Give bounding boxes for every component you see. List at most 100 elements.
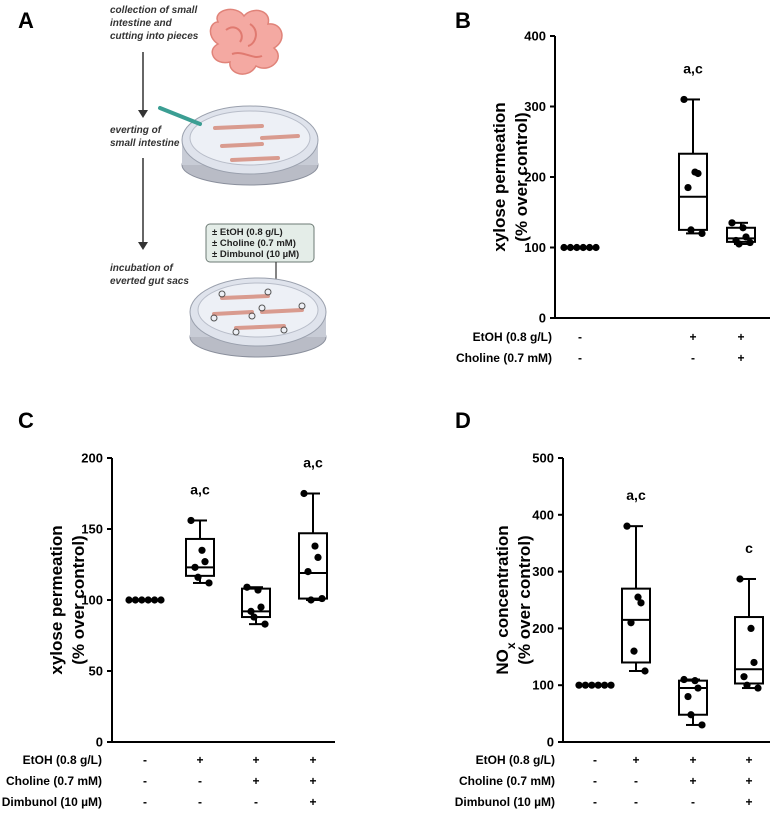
panel-d-data-point: [740, 673, 748, 681]
step1-line2: intestine and: [110, 18, 173, 29]
panel-b-box: [678, 152, 708, 231]
petri-dish-1: [158, 105, 319, 186]
panel-c-y-tick-label: 100: [81, 593, 103, 608]
panel-b-data-point: [592, 243, 600, 252]
panel-d-data-point: [743, 681, 751, 689]
panel-d-data-point: [680, 675, 688, 684]
panel-d-condition-symbol: -: [593, 795, 597, 809]
panel-c-data-point: [311, 542, 319, 550]
panel-b-data-point: [687, 226, 695, 234]
panel-c-significance-label: a,c: [303, 455, 323, 471]
panel-c-condition-symbol: -: [143, 774, 147, 788]
panel-d-condition-symbol: +: [745, 774, 752, 788]
panel-b-condition-symbol: -: [691, 351, 695, 365]
panel-b-condition-symbol: +: [737, 351, 744, 365]
panel-d-y-axis-label: NOx concentration: [493, 525, 518, 674]
panel-b-condition-symbol: -: [578, 351, 582, 365]
panel-b-condition-label: Choline (0.7 mM): [456, 351, 552, 365]
panel-d-y-tick-label: 500: [532, 451, 554, 466]
panel-c-data-point: [144, 596, 152, 604]
panel-c-data-point: [138, 596, 146, 604]
panel-c-condition-symbol: -: [143, 795, 147, 809]
panel-c-data-point: [307, 596, 315, 604]
step2-line2: small intestine: [110, 138, 180, 149]
panel-c-condition-symbol: +: [309, 753, 316, 767]
panel-d-data-point: [588, 681, 596, 689]
panel-c-condition-symbol: -: [143, 753, 147, 767]
panel-a-letter: A: [18, 8, 34, 33]
panel-d-data-point: [694, 684, 702, 692]
panel-c-data-point: [201, 558, 209, 566]
panel-c-condition-symbol: +: [196, 753, 203, 767]
panel-d-condition-symbol: +: [745, 753, 752, 767]
panel-d-condition-symbol: +: [632, 753, 639, 767]
panel-d-data-point: [630, 647, 638, 655]
panel-b-data-point: [698, 229, 706, 237]
panel-b-data-point: [560, 243, 568, 252]
panel-c-data-point: [304, 568, 312, 576]
panel-c-condition-symbol: +: [252, 753, 259, 767]
panel-d-condition-symbol: -: [593, 774, 597, 788]
panel-b-data-point: [742, 233, 750, 241]
panel-c-y-axis-label: xylose permeation: [47, 525, 66, 674]
step3-line2: everted gut sacs: [110, 276, 189, 287]
panel-d-data-point: [750, 658, 758, 667]
panel-d-data-point: [736, 575, 744, 583]
panel-b-significance-label: a,c: [683, 60, 703, 76]
panel-c-condition-label: Choline (0.7 mM): [6, 774, 102, 788]
panel-c-y-tick-label: 200: [81, 451, 103, 466]
panel-c-data-point: [250, 613, 258, 621]
panel-b-data-point: [684, 183, 692, 192]
panel-d-condition-label: Choline (0.7 mM): [459, 774, 555, 788]
treatment-etoh: ± EtOH (0.8 g/L): [212, 227, 283, 238]
panel-d-condition-label: EtOH (0.8 g/L): [476, 753, 555, 767]
panel-d-y-tick-label: 200: [532, 621, 554, 636]
panel-c-data-point: [198, 546, 206, 554]
panel-d-data-point: [687, 711, 695, 719]
panel-b-data-point: [746, 238, 754, 247]
panel-c-y-tick-label: 50: [89, 664, 103, 679]
panel-c-data-point: [247, 607, 255, 615]
arrow-1-head: [138, 110, 148, 118]
panel-d-condition-symbol: +: [689, 774, 696, 788]
step1-line1: collection of small: [110, 5, 197, 16]
panel-d-data-point: [634, 593, 642, 601]
panel-b-data-point: [694, 169, 702, 178]
panel-b-y-tick-label: 100: [524, 240, 546, 255]
panel-d-box: [678, 679, 708, 716]
panel-c-significance-label: a,c: [190, 481, 210, 497]
panel-c-condition-symbol: -: [198, 795, 202, 809]
panel-b-y-tick-label: 0: [539, 311, 546, 326]
panel-c-y-tick-label: 0: [96, 735, 103, 750]
panel-d-data-point: [594, 681, 602, 689]
panel-c-condition-symbol: +: [309, 774, 316, 788]
step2-line1: everting of: [110, 125, 163, 136]
panel-d-data-point: [684, 692, 692, 701]
panel-c-data-point: [261, 620, 269, 628]
panel-b-condition-symbol: -: [578, 330, 582, 344]
panel-c-condition-symbol: -: [198, 774, 202, 788]
panel-d-y-tick-label: 0: [547, 735, 554, 750]
panel-c-data-point: [254, 586, 262, 594]
panel-d-data-point: [601, 681, 609, 689]
panel-d-data-point: [575, 681, 583, 689]
panel-b-y-tick-label: 300: [524, 99, 546, 114]
treatment-box: ± EtOH (0.8 g/L) ± Choline (0.7 mM) ± Di…: [205, 223, 315, 287]
arrow-2-head: [138, 242, 148, 250]
panel-c-data-point: [187, 516, 195, 525]
panel-d-data-point: [581, 681, 590, 689]
panel-d-condition-symbol: -: [634, 774, 638, 788]
panel-b-data-point: [739, 224, 747, 232]
panel-d-letter: D: [455, 408, 471, 433]
panel-b-condition-symbol: +: [737, 330, 744, 344]
panel-c-data-point: [194, 573, 202, 581]
step3-line1: incubation of: [110, 263, 174, 274]
panel-c-y-axis-label-2: (% over control): [69, 535, 88, 664]
panel-c-data-point: [125, 596, 133, 604]
panel-d-data-point: [754, 684, 762, 692]
panel-b-data-point: [573, 243, 581, 252]
panel-d-data-point: [641, 667, 649, 675]
